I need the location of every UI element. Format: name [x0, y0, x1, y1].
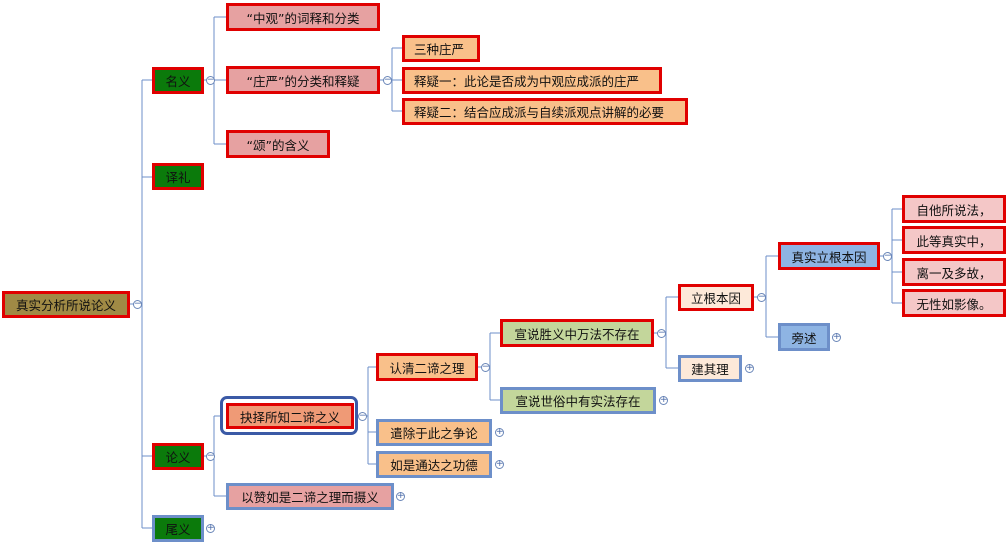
expand-toggle-side[interactable]: + — [832, 332, 841, 342]
node-three-zhuangyan[interactable]: 三种庄严 — [402, 35, 480, 62]
node-verse-line-2[interactable]: 此等真实中， — [902, 226, 1006, 254]
node-mingyi[interactable]: 名义 — [152, 67, 204, 94]
node-establish-root-reason[interactable]: 立根本因 — [678, 284, 754, 311]
node-ultimate-nonexistence[interactable]: 宣说胜义中万法不存在 — [500, 319, 654, 347]
node-side-discussion[interactable]: 旁述 — [778, 323, 830, 351]
node-weiyi[interactable]: 尾义 — [152, 515, 204, 542]
node-verse-line-3[interactable]: 离一及多故， — [902, 258, 1006, 286]
collapse-toggle-determine[interactable]: − — [358, 411, 367, 421]
collapse-toggle-true-root[interactable]: − — [883, 251, 892, 261]
node-true-root-reason[interactable]: 真实立根本因 — [778, 242, 880, 270]
node-determine-two-truths[interactable]: 抉择所知二谛之义 — [226, 403, 354, 429]
node-doubt-one[interactable]: 释疑一：此论是否成为中观应成派的庄严 — [402, 67, 662, 94]
collapse-toggle-zhuangyan[interactable]: − — [383, 75, 392, 85]
collapse-toggle-ultimate[interactable]: − — [657, 328, 666, 338]
expand-toggle-merits[interactable]: + — [495, 459, 504, 469]
node-refute-disputes[interactable]: 遣除于此之争论 — [376, 419, 492, 446]
expand-toggle-praise[interactable]: + — [396, 491, 405, 501]
node-praise-summary[interactable]: 以赞如是二谛之理而摄义 — [226, 483, 394, 510]
collapse-toggle-recognize[interactable]: − — [481, 362, 490, 372]
node-song-meaning[interactable]: “颂”的含义 — [226, 130, 330, 158]
node-yili[interactable]: 译礼 — [152, 163, 204, 190]
node-build-reasoning[interactable]: 建其理 — [678, 355, 742, 382]
node-recognize-two-truths[interactable]: 认清二谛之理 — [376, 353, 478, 381]
node-lunyi[interactable]: 论义 — [152, 443, 204, 470]
expand-toggle-conventional[interactable]: + — [659, 395, 668, 405]
collapse-toggle-root-reason[interactable]: − — [757, 292, 766, 302]
expand-toggle-build[interactable]: + — [745, 363, 754, 373]
node-zhuangyan-classification[interactable]: “庄严”的分类和释疑 — [226, 66, 380, 94]
node-verse-line-4[interactable]: 无性如影像。 — [902, 289, 1006, 317]
collapse-toggle-lunyi[interactable]: − — [206, 451, 215, 461]
node-conventional-existence[interactable]: 宣说世俗中有实法存在 — [500, 387, 656, 414]
collapse-toggle-mingyi[interactable]: − — [206, 75, 215, 85]
selection-highlight — [220, 396, 358, 435]
root-node[interactable]: 真实分析所说论义 — [2, 291, 130, 318]
expand-toggle-refute[interactable]: + — [495, 427, 504, 437]
expand-toggle-weiyi[interactable]: + — [206, 523, 215, 533]
node-doubt-two[interactable]: 释疑二：结合应成派与自续派观点讲解的必要 — [402, 98, 688, 125]
collapse-toggle-root[interactable]: − — [133, 299, 142, 309]
node-verse-line-1[interactable]: 自他所说法， — [902, 195, 1006, 223]
node-zhongguan-explanation[interactable]: “中观”的词释和分类 — [226, 3, 380, 31]
node-merits[interactable]: 如是通达之功德 — [376, 451, 492, 478]
